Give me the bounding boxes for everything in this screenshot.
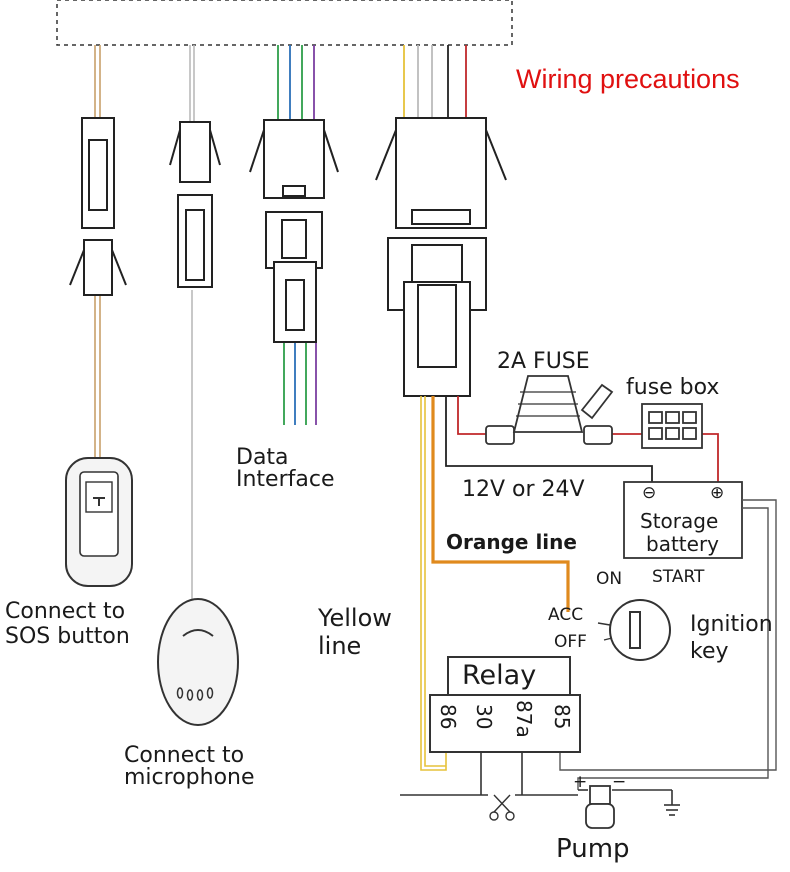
ignition-label-1: Ignition: [690, 612, 773, 637]
voltage-label: 12V or 24V: [462, 477, 585, 502]
fuse-box: [641, 403, 703, 449]
fuse-label: 2A FUSE: [497, 349, 590, 374]
yellow-line-label-1: Yellow: [318, 604, 392, 632]
yellow-line-label-2: line: [318, 632, 362, 660]
power-cable: [403, 45, 467, 120]
ignition-off-label: OFF: [554, 632, 587, 652]
sos-label-2: SOS button: [5, 624, 130, 649]
data-label-2: Interface: [236, 467, 335, 492]
sos-cable: [94, 45, 101, 460]
relay-pin-30: 30: [472, 704, 496, 730]
mic-label-2: microphone: [124, 765, 255, 790]
relay-label: Relay: [462, 660, 537, 691]
ignition-start-label: START: [652, 567, 705, 587]
pump-minus-label: −: [612, 772, 627, 792]
ground-wire: [445, 396, 653, 482]
data-connector: [249, 119, 339, 343]
battery-plus-icon: ⊕: [710, 483, 725, 503]
mic-label-1: Connect to: [124, 743, 245, 768]
pump-plus-label: +: [573, 772, 588, 792]
pump-supply-wire: [559, 499, 777, 790]
device-module: [56, 0, 513, 46]
relay-pin-87a: 87a: [512, 700, 536, 738]
sos-connector: [69, 117, 127, 296]
scissors-icon: [489, 794, 515, 821]
fuse: [485, 375, 614, 445]
red-wire: [457, 396, 719, 482]
data-label-1: Data: [236, 445, 289, 470]
relay: [429, 656, 581, 753]
relay-pin-85: 85: [550, 704, 574, 730]
mic-connector: [169, 121, 221, 288]
ignition-key: [597, 599, 671, 661]
yellow-wire: [420, 396, 447, 771]
battery-label-1: Storage: [640, 509, 719, 533]
power-connector: [375, 117, 507, 397]
storage-battery: [623, 481, 743, 559]
pump-device: [585, 785, 615, 829]
data-cable: [277, 45, 317, 425]
pump-label: Pump: [556, 834, 630, 864]
sos-label-1: Connect to: [5, 599, 126, 624]
ignition-label-2: key: [690, 639, 729, 664]
battery-label-2: battery: [646, 532, 719, 556]
ignition-acc-label: ACC: [548, 605, 584, 625]
page-title: Wiring precautions: [516, 64, 740, 94]
relay-pin-86: 86: [436, 704, 460, 730]
pump-circuit: [400, 752, 680, 816]
ignition-on-label: ON: [596, 569, 623, 589]
sos-button-device: [65, 457, 133, 587]
fuse-box-label: fuse box: [626, 375, 720, 400]
battery-minus-icon: ⊖: [642, 483, 657, 503]
microphone-device: [157, 598, 239, 726]
mic-cable: [189, 45, 195, 600]
orange-wire: [431, 396, 570, 612]
orange-line-label: Orange line: [446, 530, 577, 554]
